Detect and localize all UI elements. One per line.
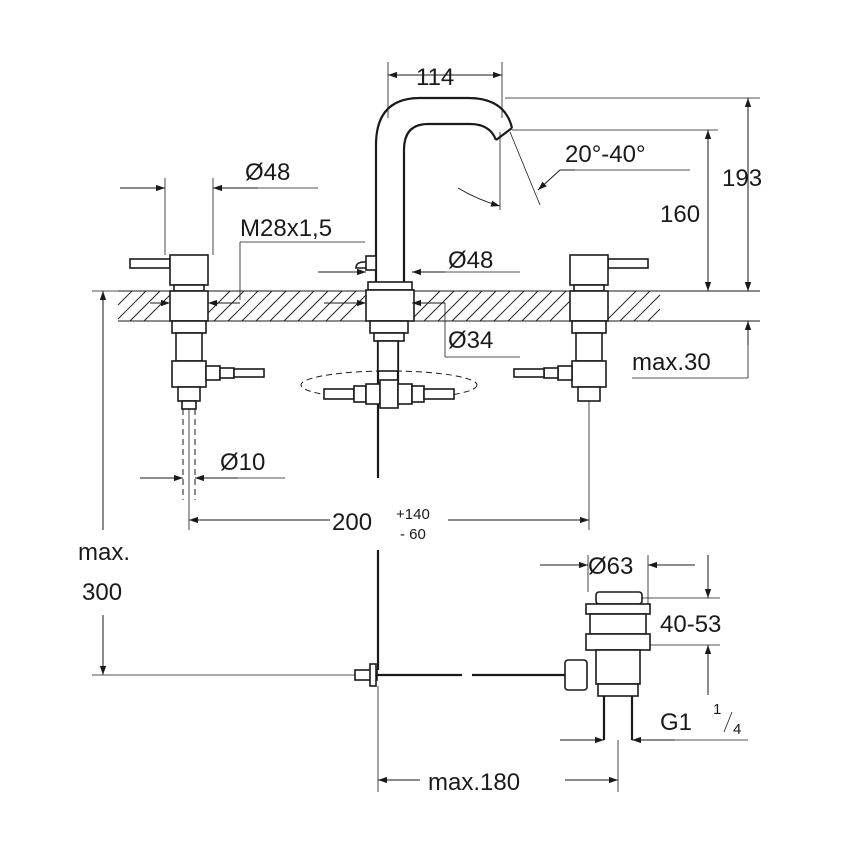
- dim-spread-minus: - 60: [400, 526, 426, 543]
- deck-hatch-line: [227, 290, 259, 322]
- deck-hatch-line: [437, 290, 469, 322]
- dim-drain-diameter: Ø63: [588, 553, 633, 580]
- deck-hatch-line: [269, 290, 301, 322]
- deck-hatch-line: [633, 294, 661, 322]
- dim-drain-height: 40-53: [660, 611, 721, 638]
- deck-hatch-line: [465, 290, 497, 322]
- deck-hatch-line: [117, 290, 133, 306]
- deck-hatch-line: [605, 290, 637, 322]
- dim-drain-thread: G1: [660, 709, 692, 736]
- deck-hatch-line: [535, 290, 567, 322]
- dim-below-deck: max.: [78, 539, 130, 566]
- dim-deck-thickness: max.30: [632, 349, 711, 376]
- deck-hatch-line: [423, 290, 455, 322]
- deck-hatch-line: [143, 290, 175, 322]
- deck-hatch-line: [311, 290, 343, 322]
- pop-up-drain: [354, 550, 651, 740]
- dim-below-deck-value: 300: [82, 579, 122, 606]
- dim-drain-thread-den: 4: [733, 721, 741, 738]
- dim-spout-base-diameter: Ø48: [448, 247, 493, 274]
- deck-hatch-line: [339, 290, 371, 322]
- dimension-lines: [92, 62, 760, 792]
- deck-hatch-line: [325, 290, 357, 322]
- dim-hole-diameter: Ø34: [448, 327, 493, 354]
- spout: [355, 96, 514, 478]
- countertop-deck: [117, 290, 760, 322]
- dim-thread: M28x1,5: [240, 215, 332, 242]
- deck-hatch-line: [213, 290, 245, 322]
- deck-hatch-line: [283, 290, 315, 322]
- deck-hatch-line: [507, 290, 539, 322]
- deck-hatch-line: [479, 290, 511, 322]
- deck-hatch-line: [129, 290, 161, 322]
- right-handle-valve: [513, 254, 649, 402]
- deck-hatch-line: [409, 290, 441, 322]
- dim-supply-diameter: Ø10: [220, 449, 265, 476]
- dim-spout-reach: 114: [416, 64, 454, 91]
- left-handle-valve: [129, 254, 265, 500]
- deck-hatch-line: [255, 290, 287, 322]
- dim-handle-diameter: Ø48: [245, 159, 290, 186]
- fraction-slash: [723, 711, 733, 733]
- deck-hatch-line: [297, 290, 329, 322]
- dim-angle: 20°-40°: [565, 141, 646, 168]
- dim-spread-plus: +140: [396, 506, 430, 523]
- dim-height-spout: 160: [660, 201, 700, 228]
- tee-connector: [300, 370, 478, 409]
- deck-hatch-line: [647, 308, 661, 322]
- dim-spread: 200: [332, 509, 372, 536]
- deck-hatch-line: [493, 290, 525, 322]
- deck-hatch-line: [117, 290, 147, 320]
- deck-hatch-line: [241, 290, 273, 322]
- dim-height-total: 193: [722, 165, 762, 192]
- deck-hatch-line: [451, 290, 483, 322]
- deck-hatch-line: [521, 290, 553, 322]
- deck-hatch-line: [619, 290, 651, 322]
- dim-drain-thread-num: 1: [713, 701, 721, 718]
- dim-rod-length: max.180: [428, 769, 520, 796]
